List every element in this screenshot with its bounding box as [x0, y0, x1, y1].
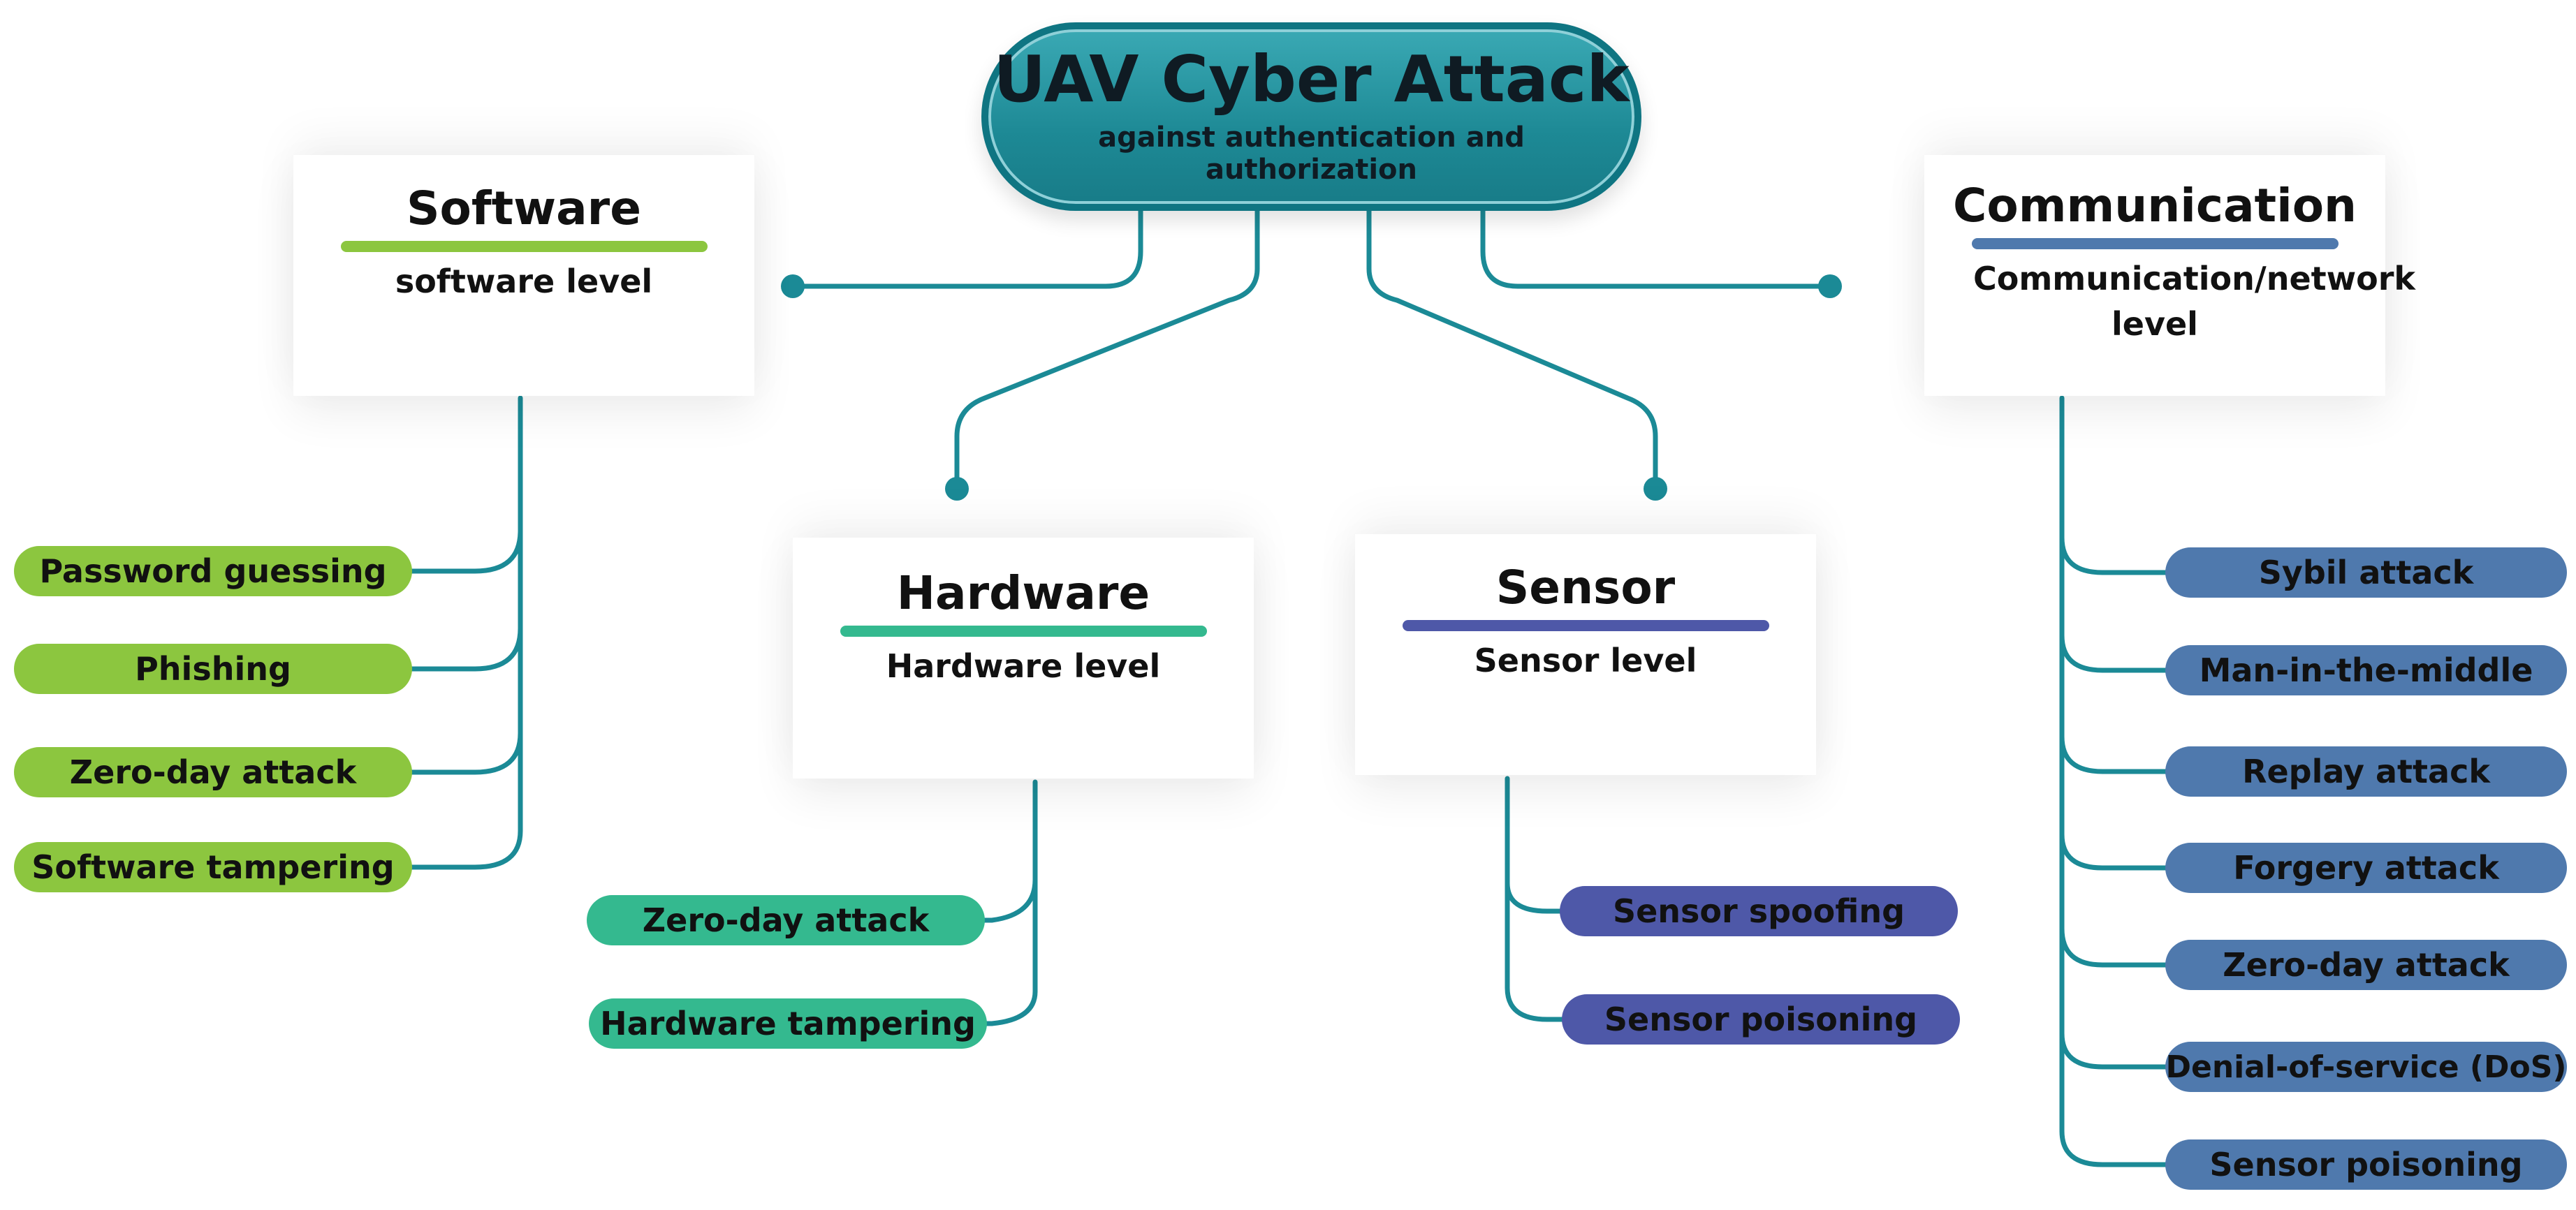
- root-node: UAV Cyber Attack against authentication …: [981, 22, 1641, 211]
- sensor-branch: [1505, 863, 1567, 914]
- software-title: Software: [407, 182, 641, 235]
- hardware-branch: [979, 968, 1038, 1026]
- communication-branch: [2059, 521, 2172, 575]
- connector-root-sensor: [1366, 207, 1658, 492]
- hardware-title: Hardware: [896, 566, 1150, 620]
- sensor-card: Sensor Sensor level: [1355, 534, 1816, 775]
- sensor-title: Sensor: [1495, 561, 1676, 614]
- software-branch: [409, 800, 523, 870]
- communication-title: Communication: [1952, 179, 2357, 233]
- communication-card: Communication Communication/network leve…: [1924, 155, 2416, 396]
- communication-item: Man-in-the-middle: [2165, 645, 2567, 695]
- hardware-branch: [975, 849, 1038, 923]
- root-title: UAV Cyber Attack: [993, 42, 1630, 117]
- communication-item: Sybil attack: [2165, 547, 2567, 598]
- hardware-item: Hardware tampering: [589, 998, 987, 1049]
- sensor-underline: [1402, 620, 1769, 632]
- software-branch: [409, 598, 523, 672]
- connector-dot: [1818, 274, 1842, 298]
- software-branch: [409, 500, 523, 574]
- communication-item: Replay attack: [2165, 746, 2567, 797]
- connector-root-hardware: [954, 207, 1260, 492]
- communication-underline: [1971, 238, 2339, 250]
- sensor-branch: [1505, 971, 1567, 1022]
- root-subtitle: against authentication and authorization: [1098, 121, 1525, 186]
- software-underline: [340, 241, 708, 253]
- software-branch: [409, 702, 523, 775]
- connector-root-communication: [1480, 207, 1833, 289]
- software-subtitle: software level: [395, 263, 653, 301]
- communication-branch: [2059, 1114, 2172, 1167]
- connector-dot: [1644, 477, 1667, 501]
- communication-item: Forgery attack: [2165, 843, 2567, 893]
- communication-branch: [2059, 1010, 2172, 1070]
- sensor-item: Sensor poisoning: [1562, 994, 1960, 1045]
- sensor-subtitle: Sensor level: [1474, 642, 1697, 680]
- communication-item: Zero-day attack: [2165, 940, 2567, 990]
- hardware-subtitle: Hardware level: [886, 647, 1161, 686]
- connector-dot: [945, 477, 969, 501]
- software-item: Software tampering: [14, 842, 412, 892]
- communication-subtitle: Communication/network level: [1973, 260, 2416, 343]
- hardware-card: Hardware Hardware level: [793, 538, 1254, 779]
- software-item: Password guessing: [14, 546, 412, 596]
- communication-branch: [2059, 814, 2172, 871]
- software-item: Zero-day attack: [14, 747, 412, 797]
- communication-branch: [2059, 716, 2172, 774]
- software-item: Phishing: [14, 644, 412, 694]
- hardware-underline: [840, 626, 1207, 637]
- sensor-item: Sensor spoofing: [1560, 886, 1958, 936]
- communication-item: Denial-of-service (DoS): [2165, 1042, 2567, 1092]
- communication-branch: [2059, 908, 2172, 968]
- connector-dot: [781, 274, 805, 298]
- communication-branch: [2059, 612, 2172, 673]
- communication-item: Sensor poisoning: [2165, 1139, 2567, 1190]
- hardware-item: Zero-day attack: [587, 895, 985, 945]
- software-card: Software software level: [293, 155, 754, 396]
- connector-root-software: [790, 207, 1143, 289]
